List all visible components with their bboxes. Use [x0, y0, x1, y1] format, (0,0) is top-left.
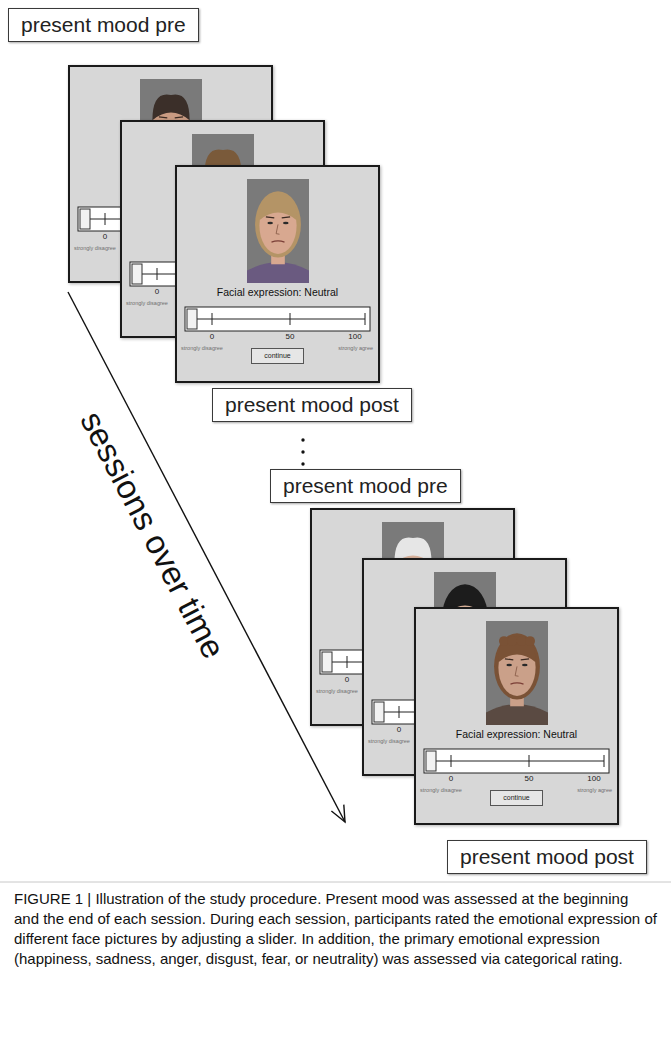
scale-anchor: strongly agree [577, 787, 612, 793]
photo-mouth [510, 683, 523, 684]
time-arrow-head [331, 805, 345, 822]
scale-anchor: strongly disagree [368, 738, 410, 744]
photo-brow [266, 217, 274, 218]
figure-caption: FIGURE 1 | Illustration of the study pro… [14, 889, 657, 969]
mood-box: present mood pre [270, 469, 461, 503]
scale-anchor: strongly agree [338, 345, 373, 351]
photo-hair [152, 94, 189, 120]
scale-number: 0 [397, 726, 401, 735]
button-label: continue [264, 351, 290, 361]
photo-eye [522, 664, 528, 666]
ellipsis-dot [301, 450, 304, 453]
slider-line [436, 761, 604, 762]
slider-tick [347, 656, 348, 668]
mood-label: present mood post [225, 392, 399, 418]
axis-label: sessions over time [71, 405, 233, 666]
photo-shoulders [247, 262, 309, 283]
photo-hair [498, 636, 535, 662]
scale-anchor: strongly disagree [316, 688, 358, 694]
slider-knob [187, 309, 197, 329]
photo-background [486, 621, 548, 725]
scale-anchor: strongly disagree [126, 300, 168, 306]
photo-brow [505, 659, 513, 660]
ellipsis-dot [301, 438, 304, 441]
ellipsis-dot [301, 462, 304, 465]
photo-shoulders [486, 704, 548, 725]
scale-anchor: strongly disagree [420, 787, 462, 793]
photo-nose [515, 666, 518, 676]
mood-label: present mood post [460, 844, 634, 870]
photo-brow [159, 117, 167, 118]
slider-track-box [185, 307, 370, 331]
slider-knob [80, 209, 90, 229]
caption-rule [0, 882, 671, 883]
photo-mouth [271, 241, 284, 242]
mood-box: present mood pre [8, 8, 199, 42]
slider-knob [374, 702, 384, 722]
screen-card: continue Facial expression: Neutral 0 50 100… [414, 607, 619, 825]
mood-label: present mood pre [21, 12, 186, 38]
photo-hair [494, 633, 540, 699]
scale-number: 100 [587, 775, 600, 784]
slider-tick [105, 213, 106, 225]
photo-hair [259, 194, 296, 220]
slider-tick [212, 313, 213, 325]
continue-button: continue [251, 348, 303, 364]
slider-knob [322, 652, 332, 672]
photo-brow [521, 659, 529, 660]
slider-knob [426, 751, 436, 771]
slider-tick [290, 313, 291, 325]
button-label: continue [503, 793, 529, 803]
slider-line [197, 319, 365, 320]
photo-eye [506, 664, 512, 666]
scale-number: 0 [103, 233, 107, 242]
scale-anchor: strongly disagree [74, 245, 116, 251]
scale-number: 50 [525, 775, 534, 784]
mood-box: present mood post [212, 388, 412, 422]
slider-tick [157, 268, 158, 280]
scale-number: 50 [286, 333, 295, 342]
photo-background [247, 179, 309, 283]
scale-number: 0 [210, 333, 214, 342]
slider-tick [365, 313, 366, 325]
slider-tick [451, 755, 452, 767]
photo-eye [267, 222, 273, 224]
slider-tick [529, 755, 530, 767]
slider-tick [399, 706, 400, 718]
mood-label: present mood pre [283, 473, 448, 499]
photo-eye [283, 222, 289, 224]
photo-brow [282, 217, 290, 218]
slider-knob [132, 264, 142, 284]
photo-nose [276, 224, 279, 234]
expression-label: Facial expression: Neutral [456, 729, 577, 741]
scale-number: 0 [155, 288, 159, 297]
screen-card: continue Facial expression: Neutral 0 50 100… [175, 165, 380, 383]
photo-curl [507, 636, 517, 646]
scale-anchor: strongly disagree [181, 345, 223, 351]
scale-number: 0 [345, 676, 349, 685]
mood-box: present mood post [447, 840, 647, 874]
photo-curl [525, 636, 535, 646]
scale-number: 0 [449, 775, 453, 784]
expression-label: Facial expression: Neutral [217, 287, 338, 299]
slider-tick [604, 755, 605, 767]
photo-hair [255, 191, 301, 257]
photo-brow [175, 117, 183, 118]
scale-number: 100 [348, 333, 361, 342]
continue-button: continue [490, 790, 542, 806]
slider-track-box [424, 749, 609, 773]
